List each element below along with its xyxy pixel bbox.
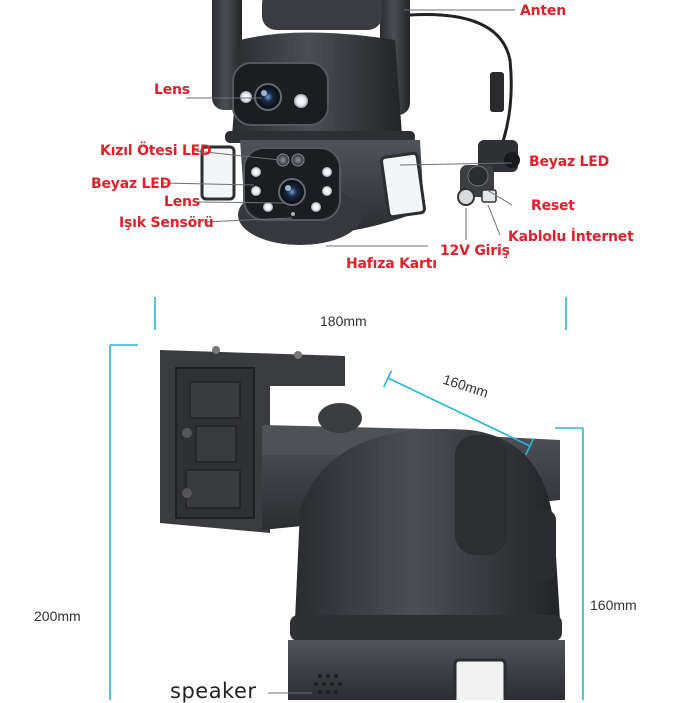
callout-lines [162, 9, 515, 247]
bottom-camera [160, 346, 565, 700]
callout-kizil-otesi-led: Kızıl Ötesi LED [100, 143, 212, 159]
speaker-label: speaker [170, 679, 257, 703]
callout-hafiza-karti: Hafıza Kartı [346, 256, 437, 272]
top-camera [200, 0, 520, 245]
dimension-height-total: 200mm [34, 608, 81, 624]
callout-12v-giris: 12V Giriş [440, 243, 510, 259]
callout-anten: Anten [520, 3, 566, 19]
dimension-lines [109, 297, 584, 700]
dimension-width: 180mm [320, 313, 367, 329]
callout-lens-bottom: Lens [164, 194, 200, 210]
callout-beyaz-led-right: Beyaz LED [529, 154, 610, 170]
callout-beyaz-led-left: Beyaz LED [91, 176, 172, 192]
dimension-height-head: 160mm [590, 597, 637, 613]
callout-isik-sensoru: Işık Sensörü [119, 215, 214, 231]
callout-lens-top: Lens [154, 82, 190, 98]
callout-kablolu-internet: Kablolu İnternet [508, 229, 634, 245]
callout-reset: Reset [531, 198, 575, 214]
